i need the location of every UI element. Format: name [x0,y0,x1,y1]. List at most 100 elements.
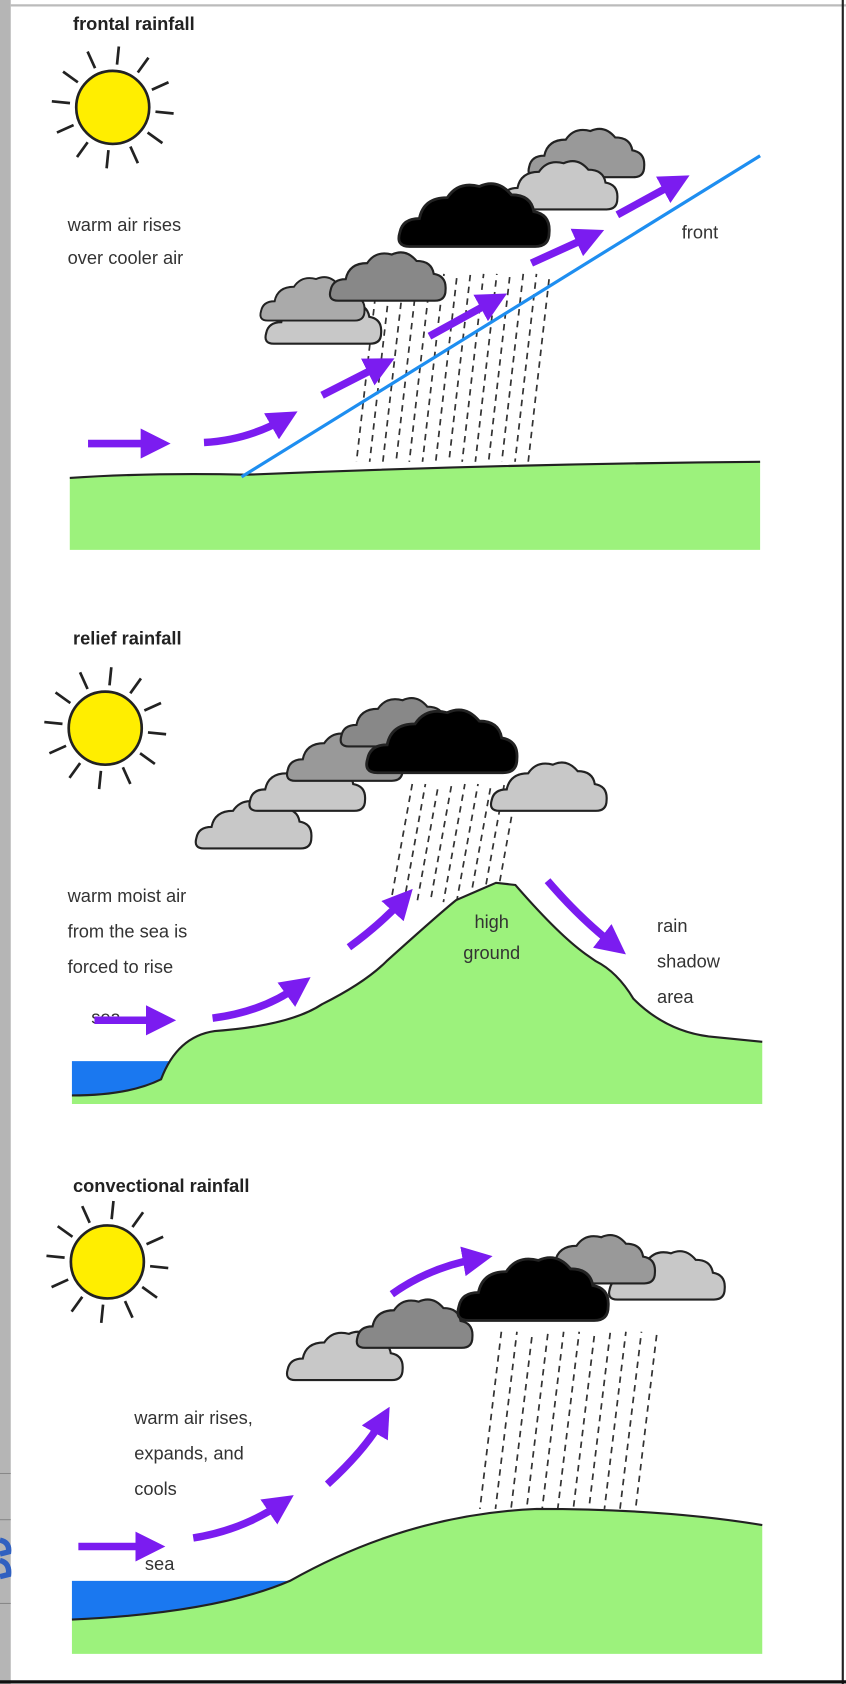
panel-title: relief rainfall [73,627,182,648]
front-label: front [682,221,719,242]
sun-ray [46,1254,65,1259]
caption-line: over cooler air [68,247,184,268]
rain-streak [382,273,406,462]
rain-streak [429,783,453,903]
sun-ray [70,1296,84,1313]
sun-ray [143,701,162,712]
caption-line: forced to rise [68,956,173,977]
caption-line: expands, and [134,1443,244,1464]
sun-disc [67,690,144,767]
rain-streak [588,1331,612,1510]
high-ground-label: ground [463,942,520,963]
sun-ray [68,762,82,779]
rain-streak [448,273,472,462]
rain-streak [634,1331,658,1510]
rain-streak [482,783,506,903]
sun-ray [129,677,143,695]
panel-title: frontal rainfall [73,13,195,34]
sun-ray [121,766,132,785]
sun-ray [141,1285,158,1299]
caption-line: warm air rises, [133,1407,253,1428]
rain-streak [416,783,440,903]
left-edge-glyph [0,1537,12,1580]
rain-streak [479,1331,503,1510]
sun-ray [99,1304,105,1323]
sun-ray [105,150,110,169]
rain-streak [421,273,445,462]
rising-air-arrows [88,175,690,459]
sea-label: sea [145,1553,175,1574]
rain-streak [500,273,525,462]
cloud [489,761,608,812]
sun-ray [56,1225,74,1238]
sun-disc [69,1224,146,1300]
sea [71,1580,290,1620]
sun-ray [129,146,140,164]
high-ground-label: high [474,911,509,932]
sun-ray [54,691,72,705]
rain-streaks [355,273,551,462]
sun-ray [136,56,150,74]
sun-ray [147,731,167,736]
rain-streak [395,273,419,462]
rain-streak [461,273,485,462]
sun-ray [51,99,71,105]
sun-ray [108,667,113,686]
sun-ray [155,110,174,115]
clouds [285,1234,726,1382]
left-strip-dividers [0,1472,11,1604]
rain-streak [455,783,479,903]
panel-title: convectional rainfall [73,1175,249,1196]
caption-line: cools [134,1478,177,1499]
ground [69,461,761,550]
sun-ray [48,744,67,755]
ground-outline [69,460,761,479]
sun-ray [151,81,170,91]
clouds [259,127,646,345]
sun-ray [86,51,97,69]
sun-ray [110,1200,115,1220]
sun-disc [74,69,151,146]
rain-streak [527,273,551,462]
rising-air-arrows [94,878,626,1036]
rain-shadow-label: area [657,986,694,1007]
sun-icon [46,1200,169,1323]
sun-ray [44,720,63,726]
rain-streak [442,783,466,903]
left-gray-strip [0,0,11,1684]
panel-frontal-rainfall: frontal rainfall warm air rises over coo… [51,13,761,550]
ground-outline [71,881,763,1097]
rain-streak [495,783,519,903]
caption-line: from the sea is [68,921,188,942]
cloud [456,1256,610,1322]
clouds [194,697,608,850]
panel-relief-rainfall: relief rainfall warm moist air from the … [44,627,763,1105]
rain-streak [403,783,427,903]
sun-ray [149,1264,169,1270]
panel-convectional-rainfall: convectional rainfall warm air rises, ex… [46,1175,763,1654]
sun-ray [51,1278,69,1289]
rain-streak [434,273,459,462]
sun-ray [62,70,79,84]
caption-line: warm air rises [67,214,182,235]
sun-ray [75,141,89,158]
sun-icon [51,46,174,169]
sun-ray [146,131,164,145]
sun-icon [44,667,167,790]
sun-ray [78,671,89,690]
mountain-ground [71,882,763,1105]
rain-streak [514,273,538,462]
rising-air-arrows [78,1246,493,1562]
rain-shadow-label: shadow [657,951,721,972]
sun-ray [139,752,156,765]
cloud [328,251,447,302]
rain-shadow-label: rain [657,915,687,936]
sun-ray [56,123,75,134]
cloud [397,182,551,248]
sun-ray [97,770,103,790]
cloud [355,1298,474,1349]
rain-streaks [389,783,519,903]
sun-ray [145,1235,164,1246]
rain-streak [525,1331,549,1510]
